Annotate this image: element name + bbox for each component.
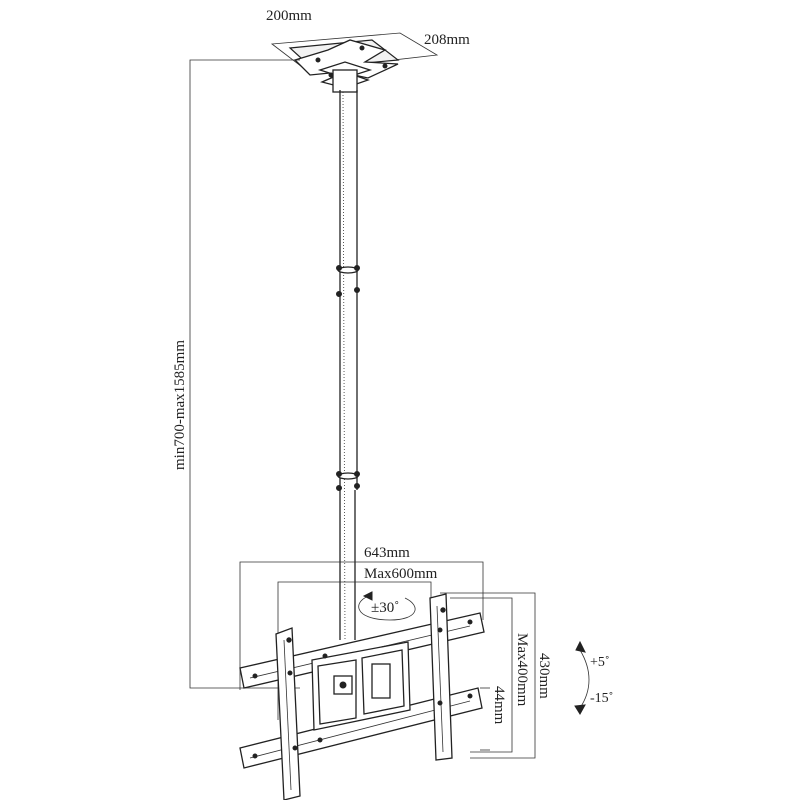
telescopic-pole [336,90,360,641]
tilt-up-label: +5˚ [590,655,610,670]
pole-height-label: min700-max1585mm [172,340,188,470]
tilt-indicator [574,640,590,715]
tv-bracket [239,593,485,800]
plate-width-label: 200mm [266,8,312,24]
bracket-height-label: 430mm [536,653,552,699]
plate-depth-label: 208mm [424,32,470,48]
pole-height-dimension: min700-max1585mm [172,59,300,689]
swivel-label: ±30˚ [371,600,399,616]
depth-label: 44mm [491,686,507,725]
tilt-down-label: -15˚ [590,691,613,706]
vesa-height-label: Max400mm [514,633,530,707]
swivel-indicator [358,591,416,621]
vesa-width-label: Max600mm [364,566,438,582]
bracket-width-label: 643mm [364,545,410,561]
ceiling-plate [270,32,439,93]
